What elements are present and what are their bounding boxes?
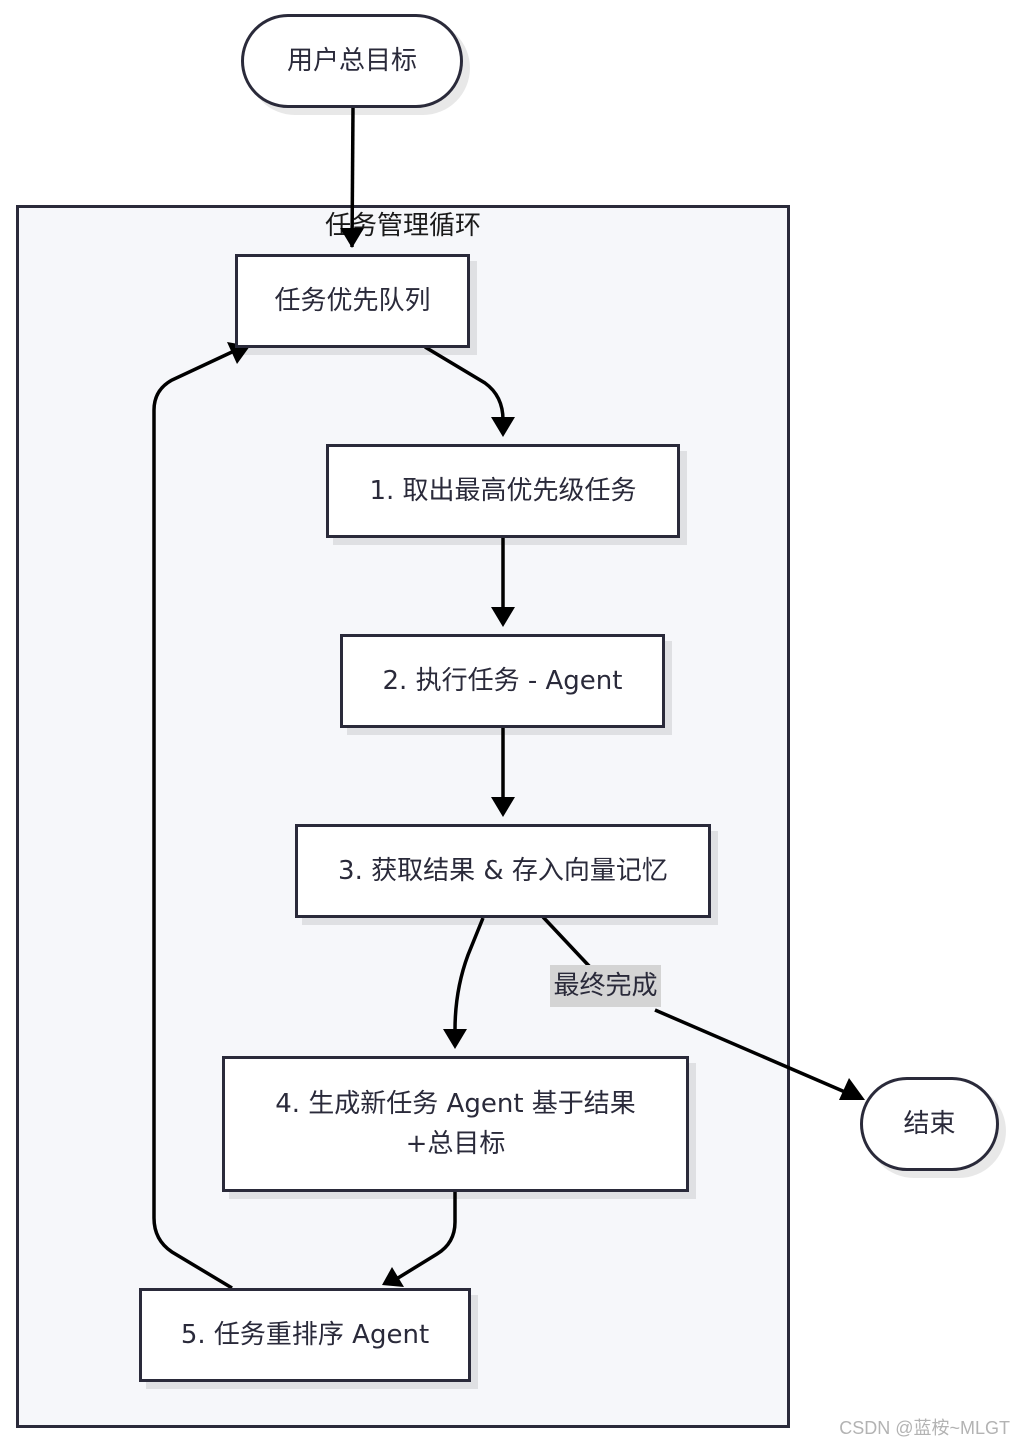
queue-node-label: 任务优先队列: [274, 286, 431, 316]
task-loop-cluster: [16, 205, 790, 1428]
edge-step4-step5-arrowhead: [382, 1267, 404, 1287]
edge-step3-end-b: [654, 1008, 846, 1094]
edge-label-final-done: 最终完成: [550, 965, 661, 1007]
edge-queue-step1-arrowhead: [491, 417, 515, 437]
step1-node-label: 1. 取出最高优先级任务: [369, 476, 637, 506]
end-node-label: 结束: [903, 1109, 956, 1139]
step3-node: 3. 获取结果 & 存入向量记忆: [295, 824, 711, 918]
step1-node: 1. 取出最高优先级任务: [326, 444, 680, 538]
edge-step4-step5: [397, 1192, 457, 1280]
step3-node-label: 3. 获取结果 & 存入向量记忆: [338, 856, 668, 886]
edge-step3-step4: [453, 917, 485, 1031]
step5-node: 5. 任务重排序 Agent: [139, 1288, 471, 1382]
edge-step2-step3-arrowhead: [491, 797, 515, 817]
edge-step5-queue: [152, 350, 233, 1290]
end-node: 结束: [860, 1077, 999, 1171]
step4-node-label-line2: +总目标: [405, 1129, 506, 1159]
edge-step1-step2-arrowhead: [491, 607, 515, 627]
edge-step3-end-a: [541, 915, 592, 969]
step4-node: 4. 生成新任务 Agent 基于结果 +总目标: [222, 1056, 689, 1192]
start-node: 用户总目标: [241, 14, 463, 108]
step5-node-label: 5. 任务重排序 Agent: [180, 1320, 430, 1350]
step2-node: 2. 执行任务 - Agent: [340, 634, 665, 728]
edge-start-queue: [350, 107, 355, 248]
watermark: CSDN @蓝桉~MLGT: [839, 1418, 1010, 1438]
edge-step3-step4-arrowhead: [443, 1029, 467, 1049]
edge-step3-end-arrowhead: [839, 1078, 865, 1100]
edge-queue-step1: [424, 345, 505, 421]
edge-start-queue-arrowhead: [340, 228, 364, 248]
start-node-label: 用户总目标: [286, 46, 417, 76]
step2-node-label: 2. 执行任务 - Agent: [382, 666, 623, 696]
step4-node-label-line1: 4. 生成新任务 Agent 基于结果: [275, 1089, 636, 1119]
queue-node: 任务优先队列: [235, 254, 470, 348]
